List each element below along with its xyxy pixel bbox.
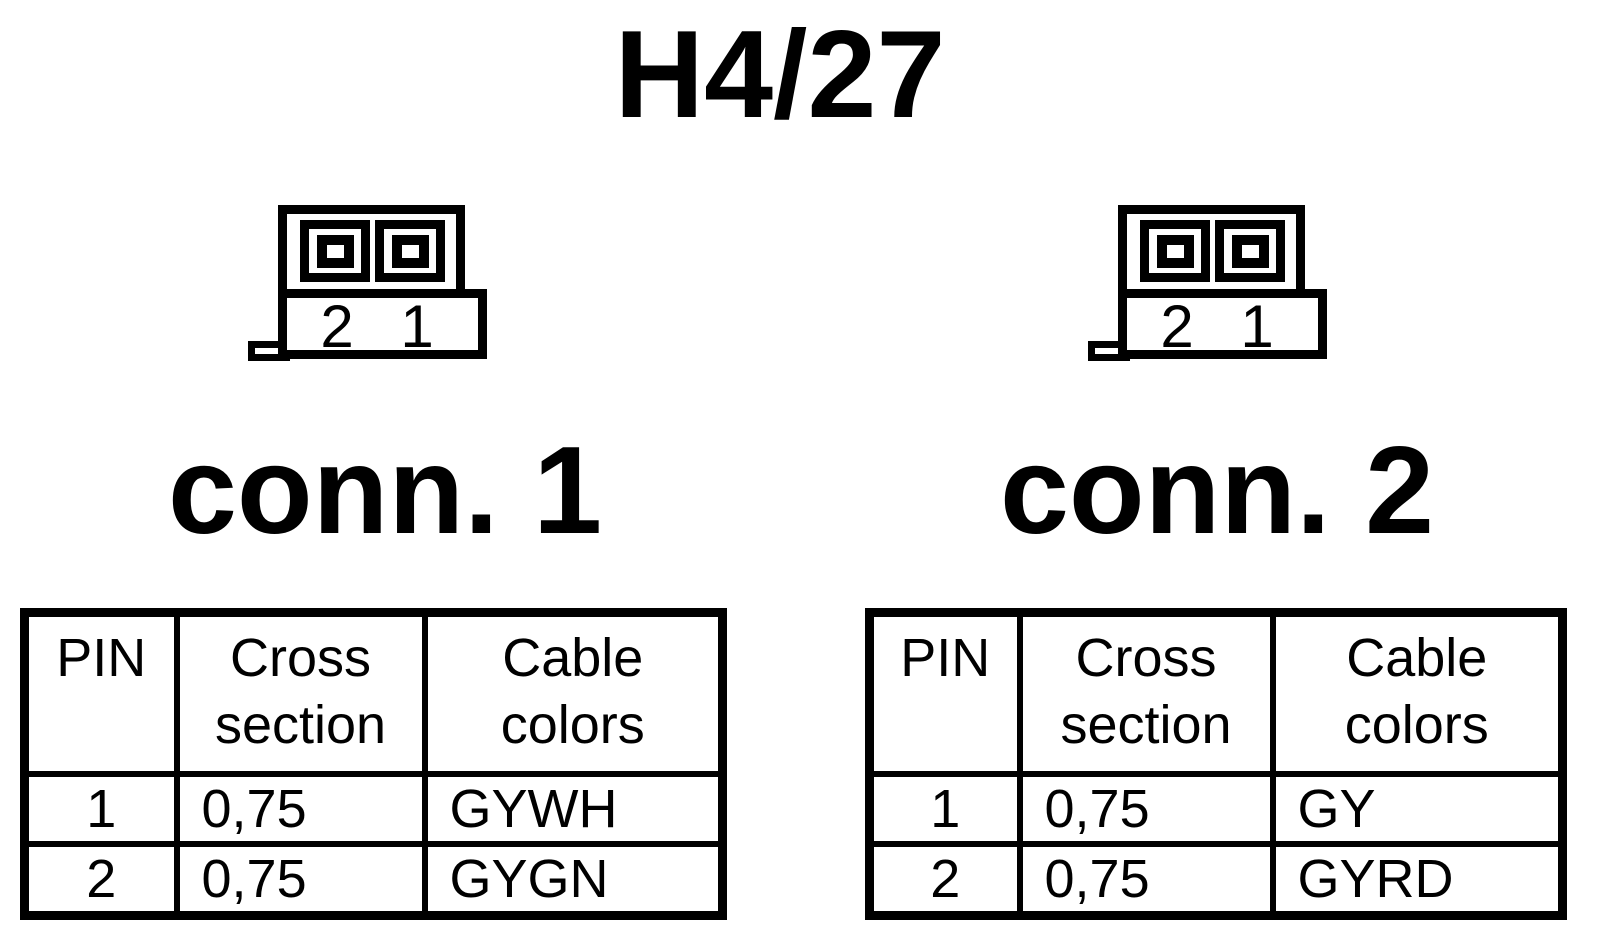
pin-cell: 2 [21, 841, 180, 919]
cable-color-cell: GYGN [421, 841, 726, 919]
connector-1-pin-1-terminal-icon [391, 234, 429, 268]
cross-section-cell: 0,75 [1016, 771, 1276, 847]
connector-2-label: conn. 2 [999, 422, 1435, 560]
connector-2-pin-2-cavity-icon [1140, 220, 1210, 282]
connector-2-base: 2 1 [1118, 289, 1327, 359]
connector-2-pin-1-terminal-icon [1231, 234, 1269, 268]
pin-cell: 1 [866, 771, 1023, 847]
cable-color-cell: GYRD [1269, 841, 1566, 919]
connector-1-pin-table: PIN Cross section Cable colors 1 0,75 GY… [20, 608, 727, 920]
table-row: 2 0,75 GYGN [21, 841, 726, 919]
table-header-row: PIN Cross section Cable colors [866, 609, 1566, 777]
column-header-cable-colors: Cable colors [421, 609, 726, 777]
connector-1-pin-1-cavity-icon [375, 220, 445, 282]
pin-cell: 1 [21, 771, 180, 847]
connector-1-base: 2 1 [278, 289, 487, 359]
connector-2-pin-2-terminal-icon [1156, 234, 1194, 268]
connector-1-pin-2-terminal-icon [316, 234, 354, 268]
cable-color-cell: GY [1269, 771, 1566, 847]
column-header-cable-colors: Cable colors [1269, 609, 1566, 777]
connector-2-pin-number-1: 1 [1240, 293, 1274, 360]
column-header-pin: PIN [21, 609, 180, 777]
pin-cell: 2 [866, 841, 1023, 919]
cross-section-cell: 0,75 [173, 771, 428, 847]
table-row: 2 0,75 GYRD [866, 841, 1566, 919]
column-header-cross-section: Cross section [173, 609, 428, 777]
cable-color-cell: GYWH [421, 771, 726, 847]
cross-section-cell: 0,75 [1016, 841, 1276, 919]
connector-2-housing-icon [1118, 205, 1305, 298]
connector-1-pin-2-cavity-icon [300, 220, 370, 282]
connector-2-pin-number-2: 2 [1160, 293, 1194, 360]
connector-2-pin-table: PIN Cross section Cable colors 1 0,75 GY… [865, 608, 1567, 920]
table-header-row: PIN Cross section Cable colors [21, 609, 726, 777]
connector-1-pin-number-2: 2 [320, 293, 354, 360]
connector-1-diagram: 2 1 [248, 205, 498, 363]
connector-2-diagram: 2 1 [1088, 205, 1338, 363]
column-header-pin: PIN [866, 609, 1023, 777]
connector-1-housing-icon [278, 205, 465, 298]
table-row: 1 0,75 GY [866, 771, 1566, 847]
page-title: H4/27 [614, 6, 946, 144]
connector-1-pin-number-1: 1 [400, 293, 434, 360]
cross-section-cell: 0,75 [173, 841, 428, 919]
table-row: 1 0,75 GYWH [21, 771, 726, 847]
connector-2-pin-1-cavity-icon [1215, 220, 1285, 282]
connector-1-label: conn. 1 [167, 422, 603, 560]
column-header-cross-section: Cross section [1016, 609, 1276, 777]
